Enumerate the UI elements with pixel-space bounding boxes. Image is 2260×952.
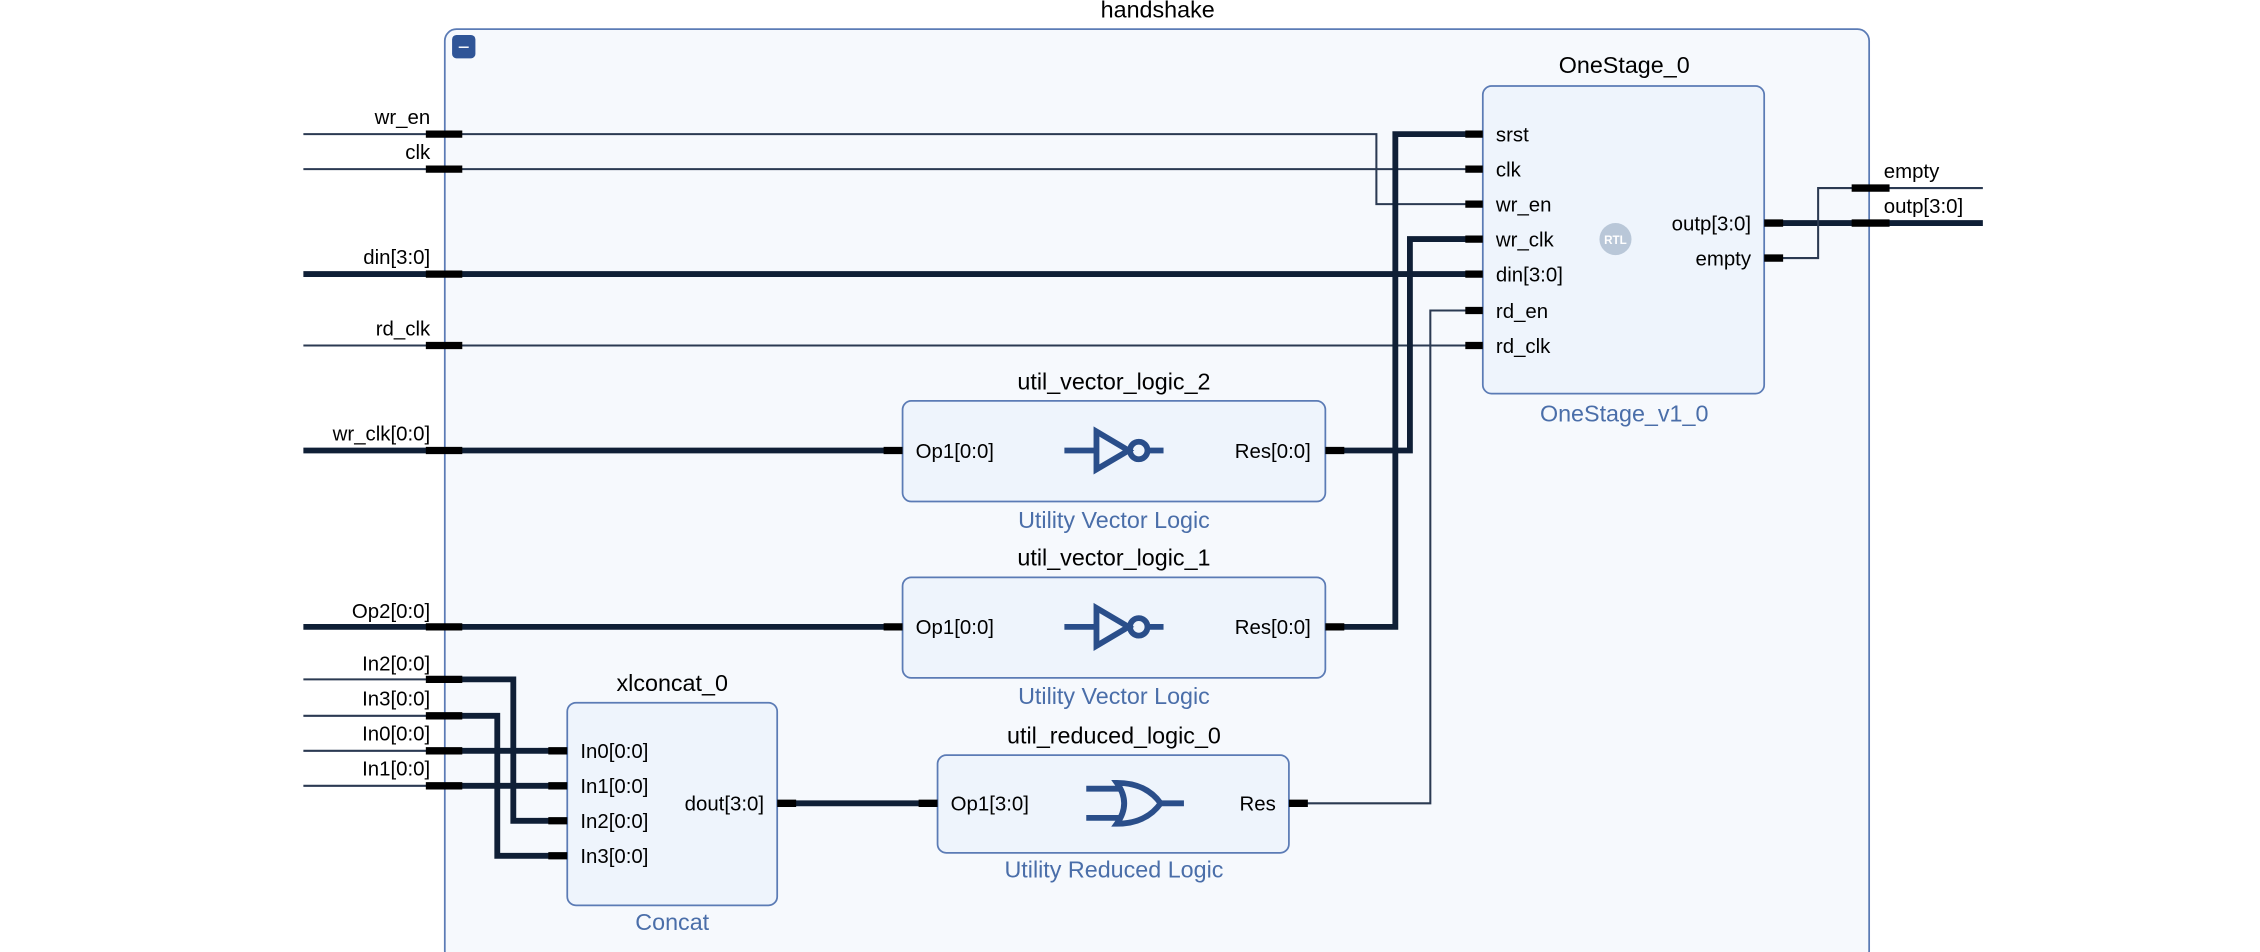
- svg-text:rd_clk: rd_clk: [376, 318, 431, 340]
- block-instance-name: util_vector_logic_1: [1017, 545, 1210, 571]
- svg-text:In2[0:0]: In2[0:0]: [362, 654, 430, 676]
- pin-in2[interactable]: In2[0:0]: [580, 811, 648, 833]
- port-in2[interactable]: In2[0:0]: [362, 654, 463, 684]
- port-op2[interactable]: Op2[0:0]: [352, 601, 463, 631]
- net-empty[interactable]: [1764, 187, 1983, 260]
- collapse-icon: −: [458, 37, 470, 59]
- port-outp[interactable]: outp[3:0]: [1851, 196, 1964, 227]
- port-in3[interactable]: In3[0:0]: [362, 689, 463, 720]
- block-type-label: Utility Vector Logic: [1018, 683, 1210, 709]
- pin-srst[interactable]: srst: [1496, 124, 1529, 146]
- input-pins: [1465, 130, 1483, 350]
- block-instance-name: util_vector_logic_2: [1017, 368, 1210, 394]
- pin-dout[interactable]: dout[3:0]: [685, 794, 764, 816]
- or-gate-icon: [1086, 779, 1184, 827]
- external-outputs: empty outp[3:0]: [1851, 161, 1964, 227]
- net-uvl1-res[interactable]: [1326, 131, 1482, 630]
- pin-empty[interactable]: empty: [1695, 248, 1751, 270]
- net-uvl2-res[interactable]: [1326, 236, 1482, 454]
- block-util-reduced-logic-0[interactable]: util_reduced_logic_0 Op1[3:0] Res Utilit…: [918, 723, 1308, 883]
- pin-clk[interactable]: clk: [1496, 159, 1522, 181]
- port-wr_en[interactable]: wr_en: [374, 107, 463, 138]
- pin-rd_en[interactable]: rd_en: [1496, 301, 1548, 323]
- pin-din[interactable]: din[3:0]: [1496, 264, 1563, 286]
- svg-text:RTL: RTL: [1604, 234, 1627, 247]
- block-type-label: OneStage_v1_0: [1540, 400, 1709, 426]
- pin-res[interactable]: Res[0:0]: [1235, 441, 1311, 463]
- svg-text:In1[0:0]: In1[0:0]: [362, 759, 430, 781]
- block-xlconcat[interactable]: xlconcat_0 In0[0:0] In1[0:0] In2[0:0] In…: [548, 670, 797, 935]
- pin-in1[interactable]: In1[0:0]: [580, 776, 648, 798]
- svg-text:Op2[0:0]: Op2[0:0]: [352, 601, 430, 623]
- svg-text:outp[3:0]: outp[3:0]: [1884, 196, 1963, 218]
- block-util-vector-logic-2[interactable]: util_vector_logic_2 Op1[0:0] Res[0:0] Ut…: [883, 368, 1345, 533]
- port-wr_clk[interactable]: wr_clk[0:0]: [332, 423, 463, 455]
- design-title: handshake: [1101, 0, 1215, 22]
- pin-wr_en[interactable]: wr_en: [1495, 194, 1552, 216]
- pin-in0[interactable]: In0[0:0]: [580, 741, 648, 763]
- block-instance-name: xlconcat_0: [616, 670, 727, 696]
- output-pins: [1764, 219, 1784, 262]
- pin-res[interactable]: Res: [1239, 794, 1275, 816]
- pin-op1[interactable]: Op1[0:0]: [916, 617, 994, 639]
- svg-text:In3[0:0]: In3[0:0]: [362, 689, 430, 711]
- pin-op1[interactable]: Op1[3:0]: [951, 794, 1029, 816]
- port-empty[interactable]: empty: [1851, 161, 1940, 192]
- not-gate-icon: [1064, 602, 1164, 651]
- svg-text:wr_clk[0:0]: wr_clk[0:0]: [332, 423, 431, 445]
- block-instance-name: util_reduced_logic_0: [1007, 723, 1221, 749]
- svg-text:In0[0:0]: In0[0:0]: [362, 724, 430, 746]
- block-onestage[interactable]: OneStage_0 srst clk wr_en wr_clk din[3:0…: [1465, 52, 1784, 426]
- pin-in3[interactable]: In3[0:0]: [580, 846, 648, 868]
- pin-wr_clk[interactable]: wr_clk: [1495, 229, 1555, 251]
- block-instance-name: OneStage_0: [1559, 52, 1690, 78]
- pin-outp[interactable]: outp[3:0]: [1672, 213, 1751, 235]
- svg-text:empty: empty: [1884, 161, 1940, 183]
- port-in0[interactable]: In0[0:0]: [362, 724, 463, 755]
- pin-rd_clk[interactable]: rd_clk: [1496, 336, 1551, 358]
- port-rd_clk[interactable]: rd_clk: [376, 318, 463, 350]
- pin-op1[interactable]: Op1[0:0]: [916, 441, 994, 463]
- port-clk[interactable]: clk: [405, 142, 463, 173]
- block-type-label: Utility Reduced Logic: [1004, 857, 1223, 883]
- pin-res[interactable]: Res[0:0]: [1235, 617, 1311, 639]
- net-url0-res[interactable]: [1291, 309, 1482, 805]
- svg-text:din[3:0]: din[3:0]: [363, 247, 430, 269]
- block-type-label: Utility Vector Logic: [1018, 507, 1210, 533]
- svg-text:clk: clk: [405, 142, 431, 164]
- rtl-badge-icon: RTL: [1599, 223, 1632, 256]
- block-type-label: Concat: [635, 909, 709, 935]
- not-gate-icon: [1064, 426, 1164, 475]
- block-util-vector-logic-1[interactable]: util_vector_logic_1 Op1[0:0] Res[0:0] Ut…: [883, 545, 1345, 709]
- external-inputs: wr_en clk din[3:0] rd_clk wr_clk[0:0] Op…: [332, 107, 463, 790]
- port-in1[interactable]: In1[0:0]: [362, 759, 463, 790]
- svg-text:wr_en: wr_en: [374, 107, 431, 129]
- input-pins: [548, 747, 568, 860]
- port-din[interactable]: din[3:0]: [363, 247, 463, 278]
- collapse-button[interactable]: −: [452, 34, 476, 59]
